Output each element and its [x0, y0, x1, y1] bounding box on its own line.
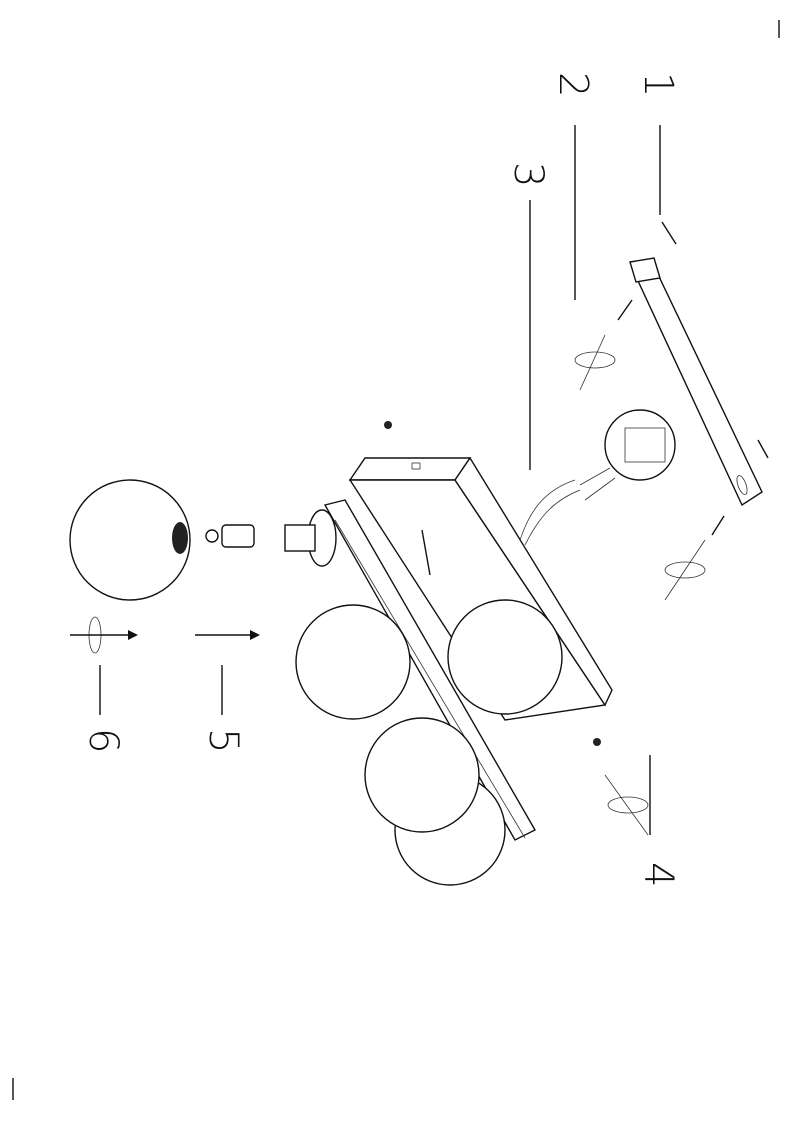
arrow-head-icon: [250, 630, 260, 640]
g9-bulb-icon: [205, 524, 255, 548]
glass-globe: [447, 599, 563, 715]
step-label-2: 2: [550, 72, 596, 97]
lamp-rod: [421, 529, 431, 576]
loose-glass-globe: [69, 479, 191, 601]
socket-holder: [284, 509, 337, 567]
wires: [519, 479, 581, 546]
screws: [617, 221, 769, 536]
terminal-block-detail: [579, 409, 676, 501]
step-label-1: 1: [635, 72, 681, 97]
small-screws: [384, 421, 601, 746]
leader-lines: [99, 125, 661, 835]
glass-globe: [364, 717, 480, 833]
step-label-5: 5: [200, 728, 246, 753]
step-label-3: 3: [505, 162, 551, 187]
step-label-4: 4: [635, 862, 681, 887]
arrow-head-icon: [128, 630, 138, 640]
glass-globe: [295, 604, 411, 720]
rotation-arrows: [70, 334, 706, 836]
mounting-bracket: [629, 257, 763, 507]
step-label-6: 6: [80, 728, 126, 753]
